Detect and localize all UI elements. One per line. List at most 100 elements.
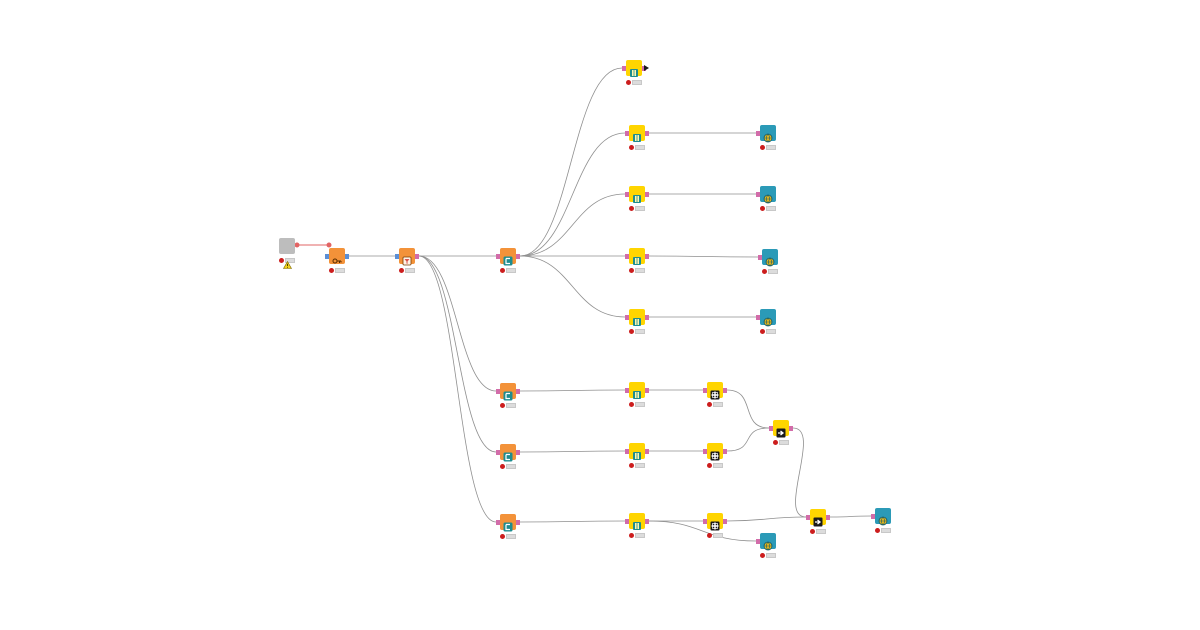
- node-status-indicator: [760, 145, 776, 150]
- workflow-node-manipulator[interactable]: [496, 248, 520, 266]
- output-port[interactable]: [723, 448, 727, 454]
- flow-variable-port[interactable]: [326, 242, 332, 248]
- workflow-node-predictor-view[interactable]: [756, 533, 776, 551]
- output-arrow-icon[interactable]: [644, 65, 649, 71]
- workflow-node-learner[interactable]: [806, 509, 830, 527]
- workflow-node-learner[interactable]: [769, 420, 793, 438]
- output-port[interactable]: [645, 130, 649, 136]
- output-port[interactable]: [516, 449, 520, 455]
- data-connection[interactable]: [519, 450, 626, 453]
- output-port[interactable]: [345, 253, 349, 259]
- output-port[interactable]: [645, 314, 649, 320]
- input-port[interactable]: [625, 448, 629, 454]
- input-port[interactable]: [625, 130, 629, 136]
- workflow-node-learner[interactable]: [703, 382, 727, 400]
- input-port[interactable]: [496, 519, 500, 525]
- input-port[interactable]: [769, 425, 773, 431]
- input-port[interactable]: [703, 518, 707, 524]
- data-connection[interactable]: [829, 515, 872, 518]
- input-port[interactable]: [625, 253, 629, 259]
- input-port[interactable]: [496, 253, 500, 259]
- workflow-node-learner[interactable]: [625, 382, 649, 399]
- data-connection[interactable]: [726, 427, 770, 452]
- status-traffic-box: [881, 528, 891, 533]
- workflow-node-learner[interactable]: [703, 443, 727, 461]
- workflow-node-learner[interactable]: [622, 60, 649, 77]
- workflow-node-learner[interactable]: [625, 248, 649, 265]
- workflow-node-manipulator[interactable]: [325, 248, 349, 264]
- workflow-node-predictor-view[interactable]: [756, 186, 776, 204]
- output-port[interactable]: [645, 253, 649, 259]
- workflow-node-manipulator[interactable]: [395, 248, 419, 266]
- data-connection[interactable]: [418, 255, 497, 453]
- input-port[interactable]: [758, 254, 762, 260]
- input-port[interactable]: [625, 314, 629, 320]
- input-port[interactable]: [703, 387, 707, 393]
- input-port[interactable]: [625, 191, 629, 197]
- workflow-node-learner[interactable]: [625, 186, 649, 203]
- input-port[interactable]: [625, 387, 629, 393]
- output-port[interactable]: [516, 253, 520, 259]
- input-port[interactable]: [625, 518, 629, 524]
- workflow-node-learner[interactable]: [625, 309, 649, 326]
- status-traffic-box: [635, 145, 645, 150]
- data-connection[interactable]: [519, 132, 626, 257]
- workflow-node-predictor-view[interactable]: [871, 508, 891, 526]
- workflow-node-predictor-view[interactable]: [756, 125, 776, 143]
- output-port[interactable]: [645, 518, 649, 524]
- input-port[interactable]: [806, 514, 810, 520]
- data-connection[interactable]: [418, 255, 497, 523]
- output-port[interactable]: [516, 388, 520, 394]
- output-port[interactable]: [789, 425, 793, 431]
- status-error-light: [629, 533, 634, 538]
- input-port[interactable]: [756, 314, 760, 320]
- workflow-node-reader[interactable]: [279, 238, 295, 254]
- data-connection[interactable]: [519, 520, 626, 523]
- input-port[interactable]: [395, 253, 399, 259]
- output-port[interactable]: [645, 448, 649, 454]
- output-port[interactable]: [415, 253, 419, 259]
- output-port[interactable]: [723, 518, 727, 524]
- status-error-light: [707, 463, 712, 468]
- input-port[interactable]: [756, 130, 760, 136]
- data-connection[interactable]: [519, 389, 626, 392]
- input-port[interactable]: [622, 65, 626, 71]
- data-connection[interactable]: [519, 255, 626, 318]
- joiner-icon: [813, 512, 823, 527]
- workflow-node-manipulator[interactable]: [496, 383, 520, 401]
- input-port[interactable]: [756, 538, 760, 544]
- warning-icon[interactable]: [283, 261, 292, 269]
- output-port[interactable]: [723, 387, 727, 393]
- workflow-node-learner[interactable]: [625, 513, 649, 530]
- node-status-indicator: [629, 463, 645, 468]
- workflow-node-manipulator[interactable]: [496, 444, 520, 462]
- workflow-node-predictor-view[interactable]: [758, 249, 778, 267]
- output-port[interactable]: [645, 191, 649, 197]
- data-connection[interactable]: [648, 255, 759, 258]
- data-connection[interactable]: [792, 427, 807, 518]
- status-error-light: [629, 206, 634, 211]
- workflow-node-learner[interactable]: [703, 513, 727, 531]
- workflow-node-manipulator[interactable]: [496, 514, 520, 532]
- data-connection[interactable]: [519, 67, 623, 257]
- node-status-indicator: [626, 80, 642, 85]
- data-connection[interactable]: [519, 193, 626, 257]
- input-port[interactable]: [496, 449, 500, 455]
- workflow-node-learner[interactable]: [625, 443, 649, 460]
- data-connection[interactable]: [726, 389, 770, 429]
- output-port[interactable]: [826, 514, 830, 520]
- input-port[interactable]: [703, 448, 707, 454]
- input-port[interactable]: [871, 513, 875, 519]
- data-connection[interactable]: [648, 520, 757, 542]
- input-port[interactable]: [325, 253, 329, 259]
- workflow-node-learner[interactable]: [625, 125, 649, 142]
- data-connection[interactable]: [726, 516, 807, 522]
- input-port[interactable]: [756, 191, 760, 197]
- data-connection[interactable]: [418, 255, 497, 392]
- output-port[interactable]: [516, 519, 520, 525]
- workflow-node-predictor-view[interactable]: [756, 309, 776, 327]
- flow-variable-port[interactable]: [294, 242, 300, 248]
- output-port[interactable]: [645, 387, 649, 393]
- input-port[interactable]: [496, 388, 500, 394]
